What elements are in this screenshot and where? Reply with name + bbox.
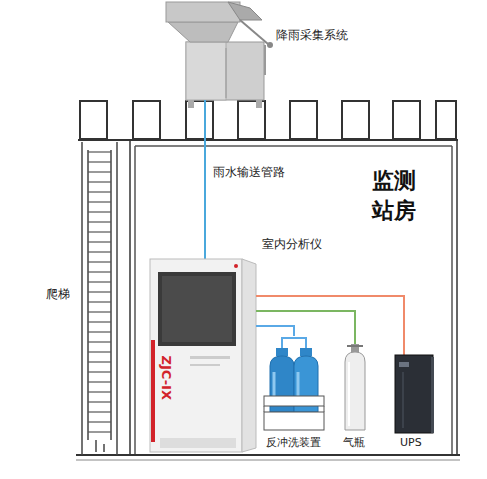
pipe-label: 雨水输送管路	[213, 165, 285, 179]
ladder-label: 爬梯	[46, 287, 70, 301]
device-label: 室内分析仪	[262, 237, 322, 251]
room-title: 监测 站房	[372, 166, 423, 225]
device-label: 降雨采集系统	[276, 28, 348, 42]
device-label: 气瓶	[343, 436, 365, 449]
device-label: 反冲洗装置	[266, 436, 321, 449]
model-mark: ZJC-IX	[158, 348, 174, 408]
device-label: UPS	[400, 436, 422, 449]
